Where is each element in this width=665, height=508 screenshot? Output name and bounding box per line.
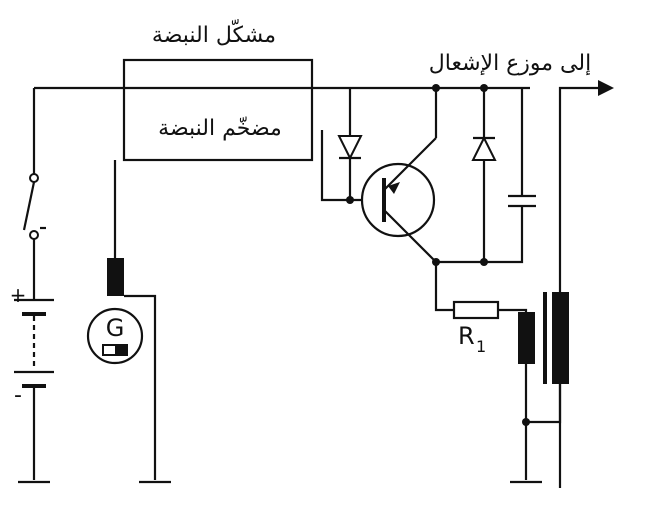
pulse-shaper-label: مشكّل النبضة	[152, 19, 276, 48]
capacitor-bottom-wire	[436, 206, 524, 264]
transistor-emitter-arrow-icon	[388, 182, 400, 194]
pulse-module-box	[122, 58, 314, 162]
ignition-coil-secondary	[552, 292, 569, 384]
switch-contact-top	[29, 173, 39, 183]
bus-junction-dot-2	[480, 84, 488, 92]
resistor-input-wire	[434, 262, 454, 312]
resistor-r1-label: R	[458, 322, 475, 350]
transistor-emitter-lead	[383, 137, 437, 191]
battery-plus-sign: +	[10, 283, 27, 307]
pulse-amplifier-label: مضخّم النبضة	[158, 116, 282, 141]
transistor-circle	[360, 162, 436, 238]
secondary-return-wire	[526, 384, 562, 424]
diode-right	[471, 135, 497, 161]
output-arrow-icon	[598, 80, 614, 96]
pickup-coil	[107, 258, 124, 296]
battery-minus-sign: -	[14, 383, 22, 408]
collector-junction-dot-2	[480, 258, 488, 266]
bus-junction-dot-1	[432, 84, 440, 92]
resistor-output-wire	[498, 308, 528, 312]
ignition-coil-primary	[518, 312, 535, 364]
to-distributor-label: إلى موزع الإشعال	[429, 51, 591, 76]
generator-magnet-pole	[115, 345, 127, 355]
generator-label: G	[106, 314, 125, 342]
resistor-r1	[452, 300, 500, 320]
amplifier-output-wire	[320, 130, 350, 202]
diode-left	[337, 135, 363, 161]
coil-junction-dot	[522, 418, 530, 426]
transistor-collector-lead	[383, 209, 437, 263]
generator-return-wire	[124, 294, 157, 480]
resistor-r1-subscript: 1	[476, 337, 486, 356]
switch-blade	[22, 181, 36, 231]
generator-circle	[86, 307, 144, 365]
secondary-output-wire	[558, 86, 603, 488]
switch-contact-bottom	[29, 230, 39, 240]
